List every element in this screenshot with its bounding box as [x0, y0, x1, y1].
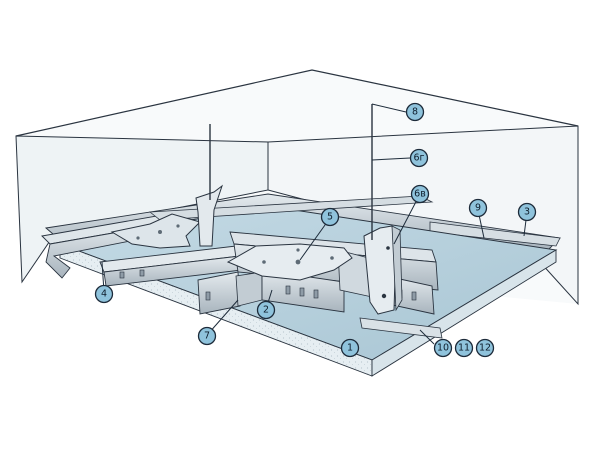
svg-text:1: 1 [347, 343, 353, 354]
callout-12: 12 [475, 338, 495, 358]
svg-text:5: 5 [327, 212, 333, 223]
svg-text:11: 11 [458, 343, 470, 354]
callouts: 1 2 3 4 5 6в 6г 7 8 9 10 11 12 [94, 102, 537, 358]
suspension-brackets [195, 184, 403, 315]
svg-text:3: 3 [524, 207, 530, 218]
callout-3: 3 [517, 202, 537, 222]
callout-2: 2 [256, 300, 276, 320]
crab-connectors [110, 213, 353, 281]
svg-text:2: 2 [263, 305, 269, 316]
svg-text:9: 9 [475, 203, 481, 214]
callout-7: 7 [197, 326, 217, 346]
callout-10: 10 [433, 338, 453, 358]
callout-4: 4 [94, 284, 114, 304]
svg-text:7: 7 [204, 331, 210, 342]
callout-5: 5 [320, 207, 340, 227]
callout-9: 9 [468, 198, 488, 218]
leader-lines [101, 103, 528, 345]
callout-6v: 6в [410, 184, 430, 204]
callout-6g: 6г [409, 148, 429, 168]
svg-text:8: 8 [412, 107, 418, 118]
svg-text:12: 12 [479, 343, 491, 354]
callout-1: 1 [340, 338, 360, 358]
suspension-rods [209, 104, 373, 240]
svg-text:4: 4 [101, 289, 107, 300]
callout-8: 8 [405, 102, 425, 122]
svg-text:6в: 6в [414, 189, 426, 200]
svg-text:6г: 6г [413, 153, 424, 164]
svg-text:10: 10 [437, 343, 449, 354]
callout-11: 11 [454, 338, 474, 358]
